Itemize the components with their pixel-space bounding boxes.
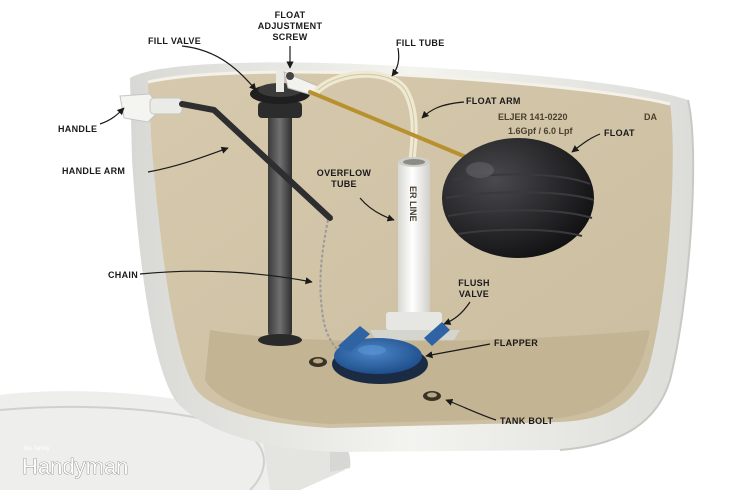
- label-fill-valve: FILL VALVE: [148, 36, 201, 46]
- leader-float: [571, 133, 601, 153]
- flapper: [332, 322, 450, 384]
- handle-arm: [179, 101, 333, 221]
- handyman-watermark: the family Handyman: [22, 446, 129, 479]
- label-fill-tube: FILL TUBE: [396, 38, 445, 48]
- chain: [319, 219, 339, 351]
- overflow-tube: ER LINE: [398, 157, 430, 322]
- tank-bolt-right: [423, 391, 441, 401]
- tank-stamp-model: ELJER 141-0220: [498, 112, 568, 122]
- label-float-arm: FLOAT ARM: [466, 96, 521, 106]
- label-chain: CHAIN: [108, 270, 138, 280]
- label-overflow-tube-2: TUBE: [331, 179, 357, 189]
- leader-lines: [99, 45, 601, 421]
- leader-float-arm: [421, 101, 465, 119]
- leader-tank-bolt: [445, 398, 497, 421]
- leader-handle: [99, 107, 125, 125]
- label-flush-valve-2: VALVE: [459, 289, 489, 299]
- tank-stamp-flow: 1.6Gpf / 6.0 Lpf: [508, 126, 574, 136]
- label-float-adjustment-2: ADJUSTMENT: [258, 21, 323, 31]
- label-flapper: FLAPPER: [494, 338, 538, 348]
- label-tank-bolt: TANK BOLT: [500, 416, 554, 426]
- leader-flush-valve: [443, 301, 471, 325]
- label-flush-valve-1: FLUSH: [458, 278, 490, 288]
- float-arm: [308, 90, 480, 164]
- leader-handle-arm: [147, 146, 229, 173]
- tank-stamp-code: DA: [644, 112, 657, 122]
- fill-tube: [314, 70, 418, 164]
- watermark-sup: the family: [24, 446, 50, 452]
- label-float-adjustment-3: SCREW: [273, 32, 308, 42]
- tank-bolt-left: [309, 357, 327, 367]
- tank-stamp: ELJER 141-0220 1.6Gpf / 6.0 Lpf DA: [498, 112, 657, 136]
- label-float: FLOAT: [604, 128, 635, 138]
- label-float-adjustment-1: FLOAT: [275, 10, 306, 20]
- watermark-text: Handyman: [22, 454, 128, 479]
- float-ball: [442, 138, 595, 258]
- leader-chain: [139, 270, 313, 285]
- label-handle: HANDLE: [58, 124, 97, 134]
- label-overflow-tube-1: OVERFLOW: [317, 168, 372, 178]
- label-handle-arm: HANDLE ARM: [62, 166, 125, 176]
- leader-overflow-tube: [359, 197, 395, 222]
- leader-flapper: [425, 343, 491, 359]
- callout-labels: FILL VALVE FLOAT ADJUSTMENT SCREW FILL T…: [58, 10, 635, 426]
- overflow-tube-stamp: ER LINE: [408, 186, 418, 222]
- handle: [119, 93, 183, 123]
- leader-fill-tube: [391, 47, 400, 77]
- leader-fill-valve: [181, 45, 257, 91]
